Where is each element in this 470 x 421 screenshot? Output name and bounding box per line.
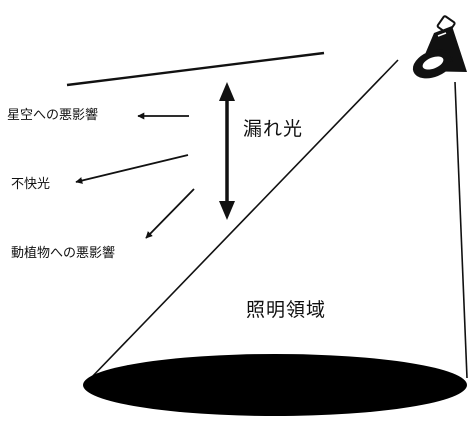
spill-light-arrowhead-up xyxy=(219,82,235,101)
arrow-to-wildlife-impact xyxy=(145,188,195,239)
lit-area-label: 照明領域 xyxy=(246,299,327,321)
light-cone-right-edge xyxy=(454,81,468,379)
sky-impact-label: 星空への悪影響 xyxy=(7,108,99,123)
discomfort-label: 不快光 xyxy=(11,177,51,192)
lit-area-ellipse xyxy=(83,354,467,416)
spill-light-label: 漏れ光 xyxy=(243,118,304,140)
spill-light-line xyxy=(66,51,325,87)
spotlight-icon xyxy=(412,15,467,79)
wildlife-impact-label: 動植物への悪影響 xyxy=(11,246,116,261)
arrow-to-discomfort xyxy=(75,154,189,184)
light-cone-left-edge xyxy=(87,59,399,382)
spill-light-arrowhead-down xyxy=(219,201,235,220)
